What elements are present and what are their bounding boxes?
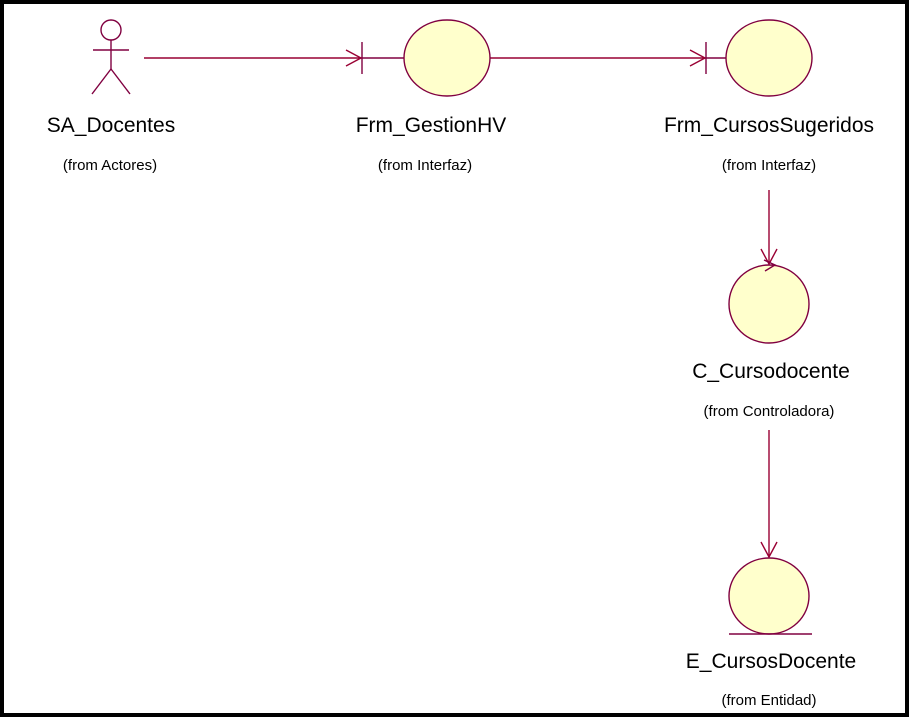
boundary-icon[interactable] [361,19,491,97]
connector-cursossugeridos-to-cursodocente [760,190,778,266]
gestionhv-package-label: (from Interfaz) [377,157,473,174]
connectors [144,49,778,559]
entity-icon[interactable] [728,557,812,635]
cursossugeridos-name-label: Frm_CursosSugeridos [663,114,875,137]
gestionhv-name-label: Frm_GestionHV [355,114,507,137]
actor-stick-figure-icon[interactable] [91,19,131,95]
cursodocente-package-label: (from Controladora) [703,403,835,420]
actor-package-label: (from Actores) [62,157,158,174]
cursosdocente-package-label: (from Entidad) [721,692,817,709]
cursossugeridos-package-label: (from Interfaz) [721,157,817,174]
cursodocente-name-label: C_Cursodocente [692,360,850,383]
connector-cursodocente-to-cursosdocente [760,430,778,559]
actor-name-label: SA_Docentes [46,114,176,137]
connector-gestionhv-to-cursossugeridos [490,49,707,67]
boundary-icon[interactable] [705,19,813,97]
connector-actor-to-gestionhv [144,49,363,67]
control-icon[interactable] [728,259,810,344]
cursosdocente-name-label: E_CursosDocente [685,650,857,673]
